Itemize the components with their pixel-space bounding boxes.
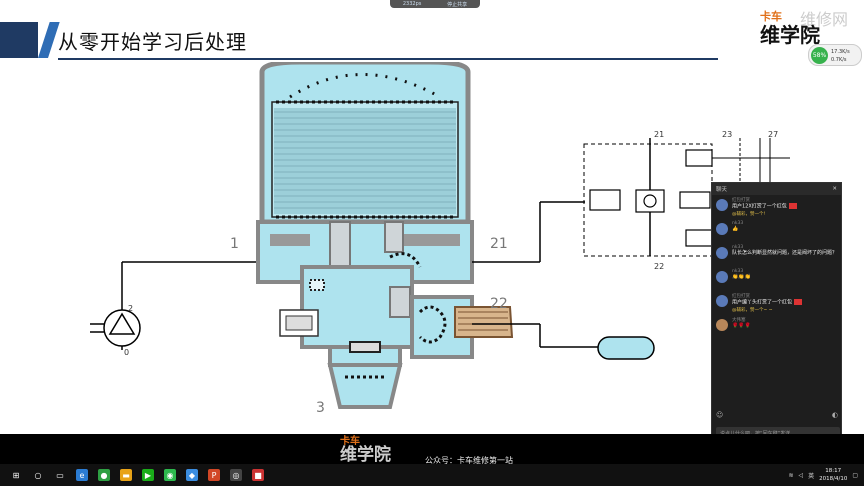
watermark: 维修网	[800, 10, 849, 29]
volume-icon[interactable]: ◁	[798, 471, 804, 479]
speed-percent: 58%	[811, 47, 828, 64]
stop-share-button[interactable]: 停止共享	[447, 1, 468, 8]
avatar	[716, 271, 728, 283]
avatar	[716, 223, 728, 235]
schematic-label-27: 27	[768, 130, 779, 139]
app-icon-qq[interactable]: ◆	[186, 469, 198, 481]
brand-big-text: 维学院	[760, 23, 820, 47]
compressor-label-top: 2	[128, 304, 134, 313]
ime-indicator[interactable]: 英	[808, 472, 815, 480]
chat-message: 红包打赏 用户编丫头打赏了一个红包 @辅彩，赞一个~ ~	[712, 291, 841, 315]
screen-share-bar[interactable]: 2332ps 停止共享	[390, 0, 480, 8]
banner-logo: 卡车 维学院	[340, 432, 391, 464]
slide-header: 从零开始学习后处理	[0, 0, 864, 62]
avatar	[716, 247, 728, 259]
notification-icon[interactable]: ▢	[852, 471, 858, 479]
clock-time: 18:17	[825, 468, 842, 474]
port-label-22: 22	[490, 296, 508, 312]
schematic-label-21: 21	[654, 130, 665, 139]
chat-sender: nk33	[732, 269, 744, 274]
chat-message: 红包打赏 用户12X打赏了一个红包 @辅彩，赞一个!	[712, 195, 841, 219]
air-line-1	[121, 261, 258, 294]
title-underline	[58, 58, 718, 60]
system-tray: ≋ ◁ 英 18:17 2018/4/10 ▢	[788, 466, 858, 484]
banner-brand-small: 卡车	[340, 436, 360, 447]
chat-toolbar: ☺ ◐	[716, 411, 838, 419]
chat-sender: 大伟塞	[732, 318, 746, 323]
chat-subtext: @辅彩，赞一个!	[732, 211, 766, 217]
network-speed-widget[interactable]: 58% 17.3K/s 0.7K/s	[808, 44, 862, 66]
chat-sender: 红包打赏	[732, 294, 750, 299]
red-packet-icon	[794, 299, 803, 305]
chat-title: 聊天	[716, 187, 728, 193]
avatar	[716, 199, 728, 211]
air-tank-symbol	[597, 336, 655, 360]
compressor-symbol	[90, 294, 141, 350]
gift-icon[interactable]: ◐	[831, 411, 838, 419]
app-icon-edge[interactable]: e	[76, 469, 88, 481]
avatar	[716, 295, 728, 307]
avatar	[716, 319, 728, 331]
taskbar: ⊞ ○ ▭ e ● ▬ ▶ ◉ ◆ P ◎ ■ ≋ ◁ 英 18:17 2018…	[0, 464, 864, 486]
chat-subtext: @辅彩，赞一个~ ~	[732, 307, 773, 313]
chat-text: 👏👏👏	[732, 274, 751, 280]
brand-logo: 卡车 维学院	[760, 8, 830, 48]
clock-date: 2018/4/10	[819, 476, 848, 482]
compressor-label-bottom: 0	[124, 348, 130, 357]
network-icon[interactable]: ≋	[788, 471, 794, 479]
brand-small-text: 卡车	[760, 10, 782, 23]
title-accent-bar	[0, 22, 38, 58]
app-icon-folder[interactable]: ▬	[120, 469, 132, 481]
air-dryer-diagram: 1 21 22 3 2 0 21 23 27 22	[0, 59, 864, 434]
close-icon[interactable]: ✕	[832, 186, 837, 192]
chat-message: nk33 👏👏👏	[712, 267, 841, 291]
app-icon-live[interactable]: ■	[252, 469, 264, 481]
schematic-label-22: 22	[654, 262, 665, 271]
dryer-body	[256, 59, 514, 409]
diagram-svg	[90, 59, 790, 409]
bottom-banner: 卡车 维学院 公众号：卡车维修第一站	[0, 432, 864, 465]
emoji-icon[interactable]: ☺	[716, 411, 724, 419]
title-accent-stripe	[38, 22, 60, 58]
signal-text: 2332ps	[402, 1, 422, 7]
app-icon-browser[interactable]: ◎	[230, 469, 242, 481]
schematic-label-23: 23	[722, 130, 733, 139]
live-chat-panel[interactable]: 聊天 ✕ 红包打赏 用户12X打赏了一个红包 @辅彩，赞一个! nk33 👍 n…	[711, 182, 842, 450]
banner-text: 公众号：卡车维修第一站	[425, 456, 513, 465]
chat-text: 队长怎么判断显然就问题，还是阀坏了的问题？	[732, 250, 838, 256]
chat-sender: 红包打赏	[732, 198, 750, 203]
slide-title: 从零开始学习后处理	[58, 30, 247, 54]
chat-sender: nk33	[732, 221, 744, 226]
app-icon-powerpoint[interactable]: P	[208, 469, 220, 481]
chat-message-list[interactable]: 红包打赏 用户12X打赏了一个红包 @辅彩，赞一个! nk33 👍 nk33 队…	[712, 195, 841, 339]
clock[interactable]: 18:17 2018/4/10	[819, 467, 847, 483]
banner-brand-big: 维学院	[340, 445, 391, 465]
task-view-icon[interactable]: ▭	[56, 470, 64, 480]
port-label-1: 1	[230, 236, 239, 252]
chat-header: 聊天 ✕	[712, 183, 841, 195]
port-label-3: 3	[316, 400, 325, 416]
chat-text: 用户12X打赏了一个红包	[732, 203, 787, 210]
chat-text: 🌹🌹🌹	[732, 323, 751, 329]
chat-text: 👍	[732, 226, 739, 232]
download-speed: 0.7K/s	[831, 57, 847, 63]
upload-speed: 17.3K/s	[831, 49, 850, 55]
chat-message: nk33 队长怎么判断显然就问题，还是阀坏了的问题？	[712, 243, 841, 267]
chat-message: 大伟塞 🌹🌹🌹	[712, 315, 841, 339]
app-icon-chat[interactable]: ●	[98, 469, 110, 481]
app-icon-play[interactable]: ▶	[142, 469, 154, 481]
red-packet-icon	[788, 203, 797, 209]
chat-sender: nk33	[732, 245, 744, 250]
app-icon-wechat[interactable]: ◉	[164, 469, 176, 481]
chat-text: 用户编丫头打赏了一个红包	[732, 299, 793, 306]
port-label-21: 21	[490, 236, 508, 252]
search-icon[interactable]: ○	[34, 470, 42, 480]
chat-message: nk33 👍	[712, 219, 841, 243]
windows-start-icon[interactable]: ⊞	[12, 470, 20, 480]
desiccant-pattern	[274, 108, 456, 214]
